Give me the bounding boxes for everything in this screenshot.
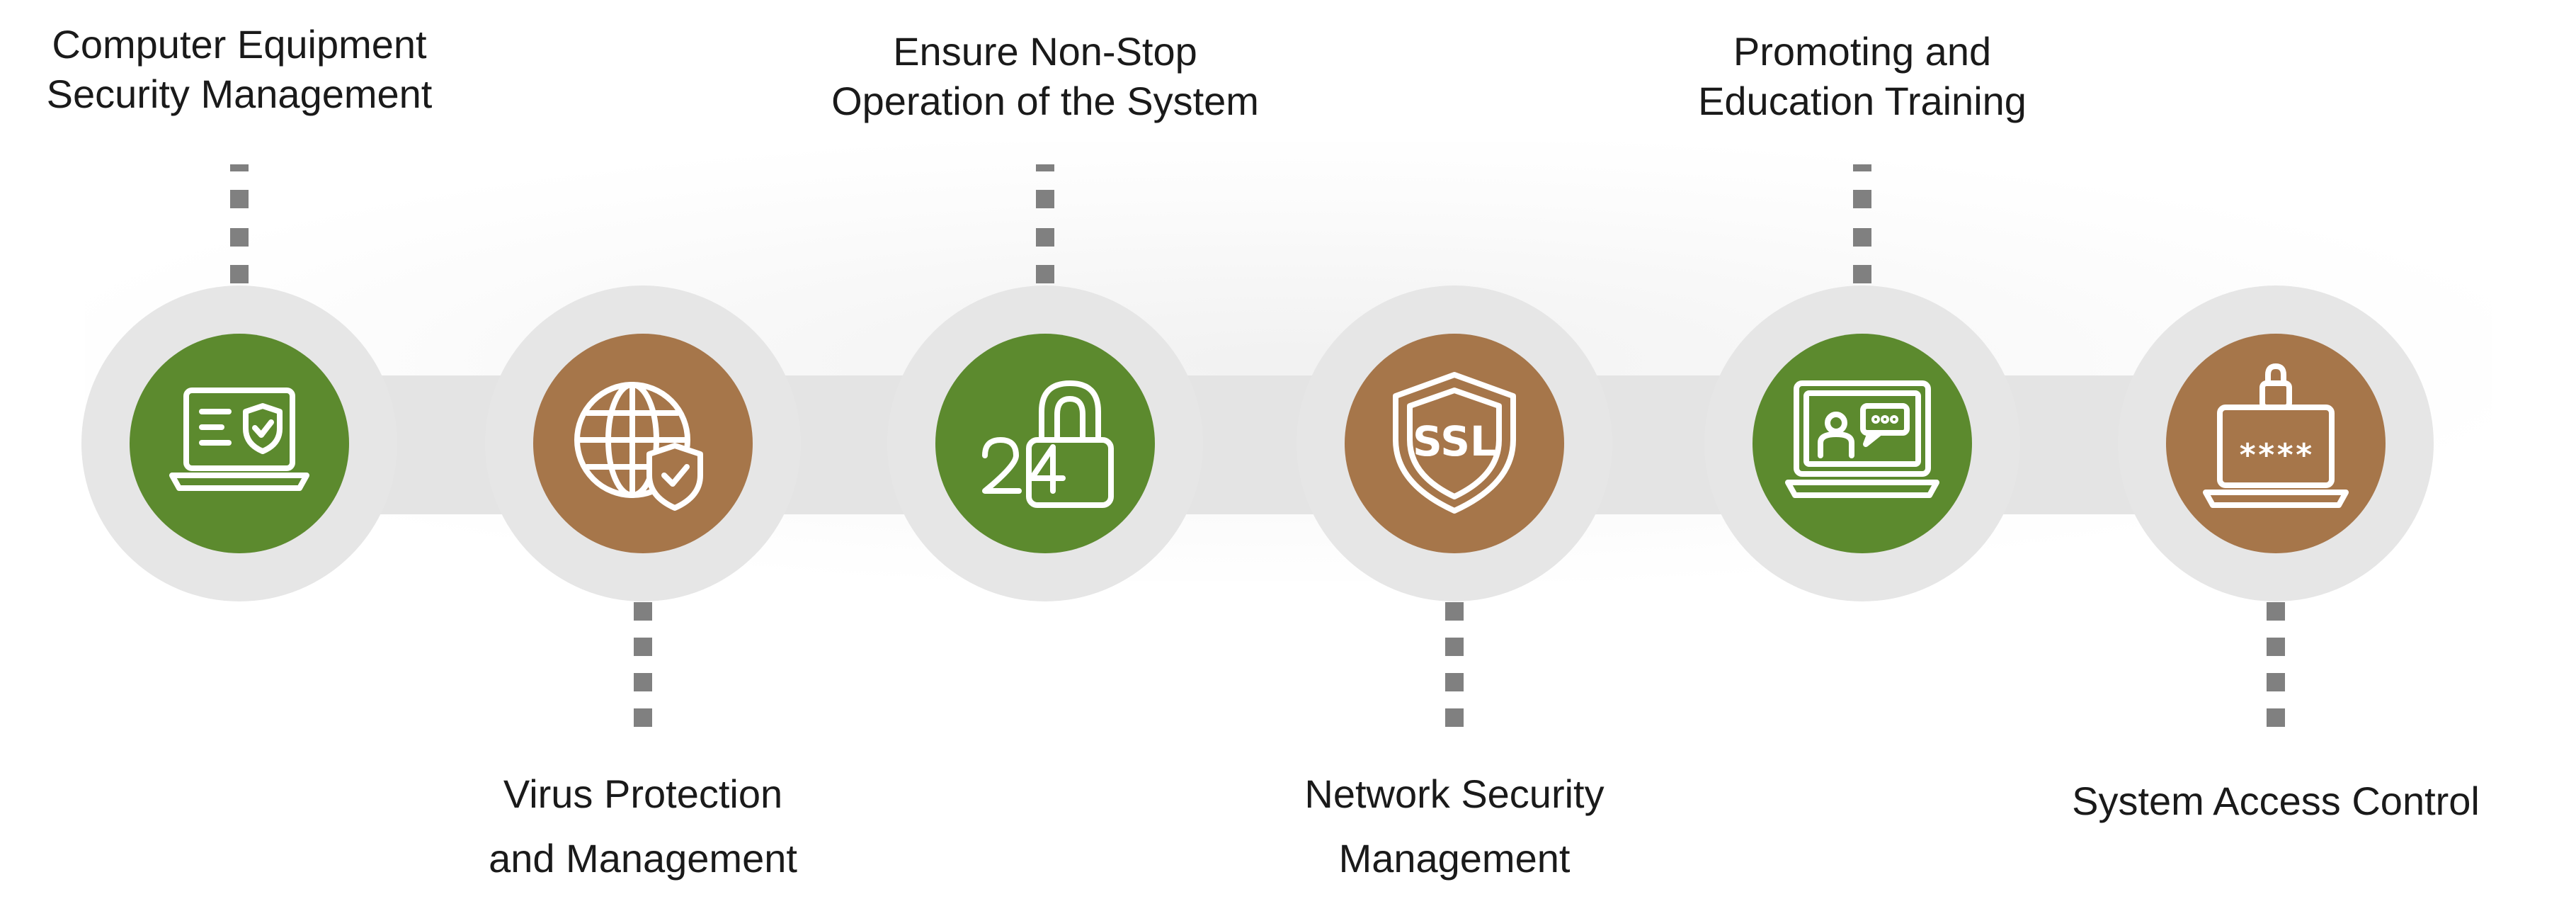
connector-dash — [1036, 190, 1054, 208]
step-icon-circle — [1753, 334, 1972, 553]
padlock-24-icon — [982, 380, 1114, 508]
connector-dash — [1853, 190, 1871, 208]
step-disc: SSL — [1296, 285, 1612, 601]
connector-dash — [230, 190, 249, 208]
step-label-line: Management — [1338, 835, 1571, 881]
connector-dash — [2267, 708, 2285, 727]
monitor-presenter-icon — [1785, 380, 1939, 498]
step-icon-circle: **** — [2166, 334, 2386, 553]
laptop-password-lock-icon: **** — [2203, 363, 2349, 508]
connector-dash — [634, 638, 652, 656]
connector-dash — [1036, 164, 1054, 171]
step-disc — [81, 285, 397, 601]
step-label-line: Virus Protection — [503, 771, 783, 816]
connector-dash — [634, 708, 652, 727]
step-disc: **** — [2118, 285, 2434, 601]
step-label-line: Computer Equipment — [52, 22, 427, 67]
connector-dash — [1445, 708, 1464, 727]
connector-dash — [1853, 265, 1871, 283]
laptop-shield-icon — [169, 388, 309, 491]
background-glow — [85, 142, 2492, 581]
connector-dash — [1853, 228, 1871, 247]
step-icon-circle — [130, 334, 349, 553]
connector-dash — [2267, 638, 2285, 656]
step-icon-circle — [935, 334, 1155, 553]
step-label-line: and Management — [489, 835, 797, 881]
svg-text:****: **** — [2238, 437, 2313, 473]
step-label-line: Network Security — [1304, 771, 1605, 816]
step-label-line: System Access Control — [2072, 779, 2480, 823]
connector-dash — [230, 164, 249, 171]
connector-dash — [634, 602, 652, 621]
step-label-line: Education Training — [1698, 79, 2027, 123]
ssl-shield-icon: SSL — [1393, 372, 1516, 514]
svg-text:SSL: SSL — [1413, 417, 1496, 465]
step-label: Virus Protection and Management — [374, 762, 912, 890]
connector-dash — [1445, 602, 1464, 621]
connector-dash — [634, 673, 652, 691]
connector-dash — [230, 228, 249, 247]
connector-dash — [1036, 228, 1054, 247]
connector-dash — [2267, 673, 2285, 691]
step-icon-circle — [533, 334, 753, 553]
connector-dash — [1853, 164, 1871, 171]
step-icon-circle: SSL — [1345, 334, 1564, 553]
globe-shield-icon — [574, 382, 703, 511]
step-disc — [485, 285, 801, 601]
step-label-line: Ensure Non-Stop — [893, 29, 1197, 74]
connector-dash — [1445, 673, 1464, 691]
connector-dash — [1036, 265, 1054, 283]
step-disc — [887, 285, 1203, 601]
step-label-line: Promoting and — [1733, 29, 1992, 74]
connector-dash — [1445, 638, 1464, 656]
connector-dash — [2267, 602, 2285, 621]
step-label: System Access Control — [2007, 769, 2545, 834]
step-label-line: Security Management — [46, 72, 433, 116]
step-disc — [1704, 285, 2020, 601]
step-label-line: Operation of the System — [831, 79, 1259, 123]
connector-dash — [230, 265, 249, 283]
